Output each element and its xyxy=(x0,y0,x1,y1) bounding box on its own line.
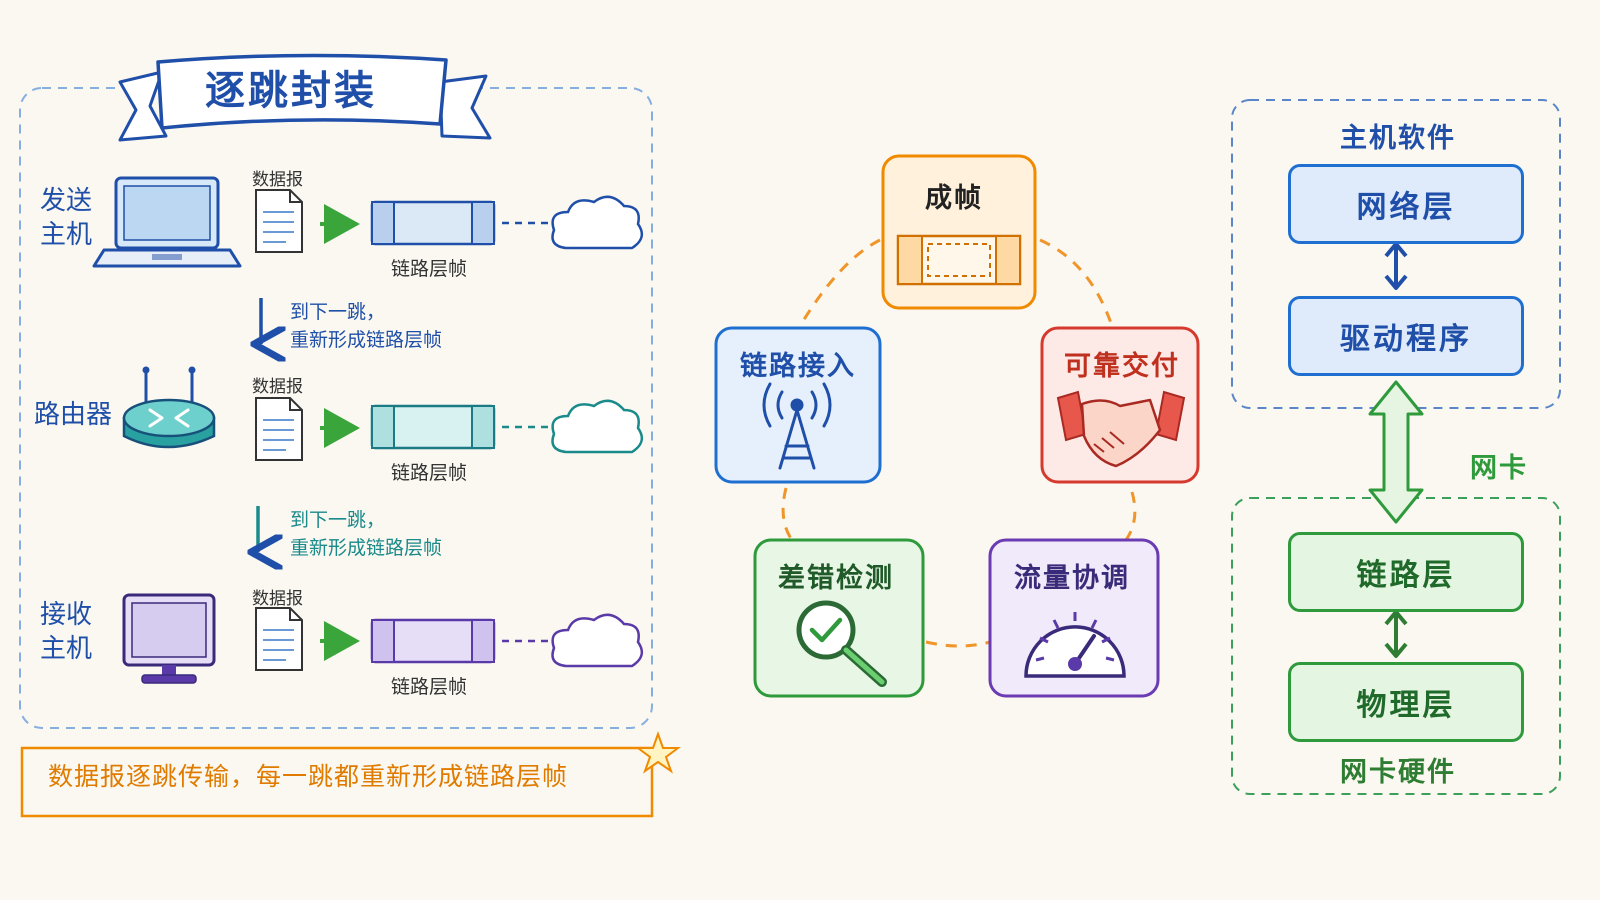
service-framing-label: 成帧 xyxy=(925,183,983,214)
hop-note: 到下一跳， 重新形成链路层帧 xyxy=(290,509,443,559)
hop-note: 到下一跳， 重新形成链路层帧 xyxy=(290,301,443,351)
sender-host-label: 发送 主机 xyxy=(40,186,93,250)
nic-bridge-arrow-icon xyxy=(1368,380,1424,524)
datagram-label: 数据报 xyxy=(252,170,303,190)
antenna-tower-icon xyxy=(762,382,832,470)
router-label: 路由器 xyxy=(34,400,113,430)
host-software-group xyxy=(1231,99,1561,409)
monitor-icon xyxy=(122,593,216,684)
service-error-detection-label: 差错检测 xyxy=(778,563,894,594)
link-frame-icon xyxy=(370,200,496,246)
caption-text: 数据报逐跳传输，每一跳都重新形成链路层帧 xyxy=(48,762,569,791)
service-flow-coordination-label: 流量协调 xyxy=(1014,563,1130,594)
datagram-label: 数据报 xyxy=(252,377,303,397)
driver-box: 驱动程序 xyxy=(1288,296,1524,376)
frame-label: 链路层帧 xyxy=(391,258,468,280)
service-reliable-delivery-label: 可靠交付 xyxy=(1064,351,1180,382)
host-software-label: 主机软件 xyxy=(1340,123,1456,154)
speedometer-icon xyxy=(1024,612,1126,678)
receiver-host-label: 接收 主机 xyxy=(40,600,93,664)
link-frame-icon xyxy=(370,618,496,664)
star-icon xyxy=(635,731,681,774)
nic-hardware-label: 网卡硬件 xyxy=(1340,757,1456,788)
frame-label: 链路层帧 xyxy=(391,676,468,698)
frame-icon xyxy=(896,234,1022,286)
network-cloud-icon xyxy=(551,399,644,454)
service-link-access-label: 链路接入 xyxy=(740,351,856,382)
datagram-document-icon xyxy=(255,397,303,461)
network-cloud-icon xyxy=(551,613,644,668)
network-layer-box: 网络层 xyxy=(1288,164,1524,244)
datagram-document-icon xyxy=(255,189,303,253)
laptop-icon xyxy=(92,176,242,268)
frame-label: 链路层帧 xyxy=(391,462,468,484)
nic-label: 网卡 xyxy=(1470,453,1528,484)
bidirectional-arrow-icon xyxy=(1384,242,1408,290)
service-ring xyxy=(781,238,1137,648)
link-layer-box: 链路层 xyxy=(1288,532,1524,612)
network-cloud-icon xyxy=(551,195,644,250)
caption-box xyxy=(20,746,654,818)
datagram-label: 数据报 xyxy=(252,589,303,609)
magnifier-check-icon xyxy=(796,600,887,687)
router-icon xyxy=(122,366,216,449)
page-title: 逐跳封装 xyxy=(205,68,377,114)
link-frame-icon xyxy=(370,404,496,450)
physical-layer-box: 物理层 xyxy=(1288,662,1524,742)
datagram-document-icon xyxy=(255,607,303,671)
bidirectional-arrow-icon xyxy=(1384,610,1408,658)
title-banner xyxy=(118,53,492,142)
handshake-icon xyxy=(1056,390,1186,468)
